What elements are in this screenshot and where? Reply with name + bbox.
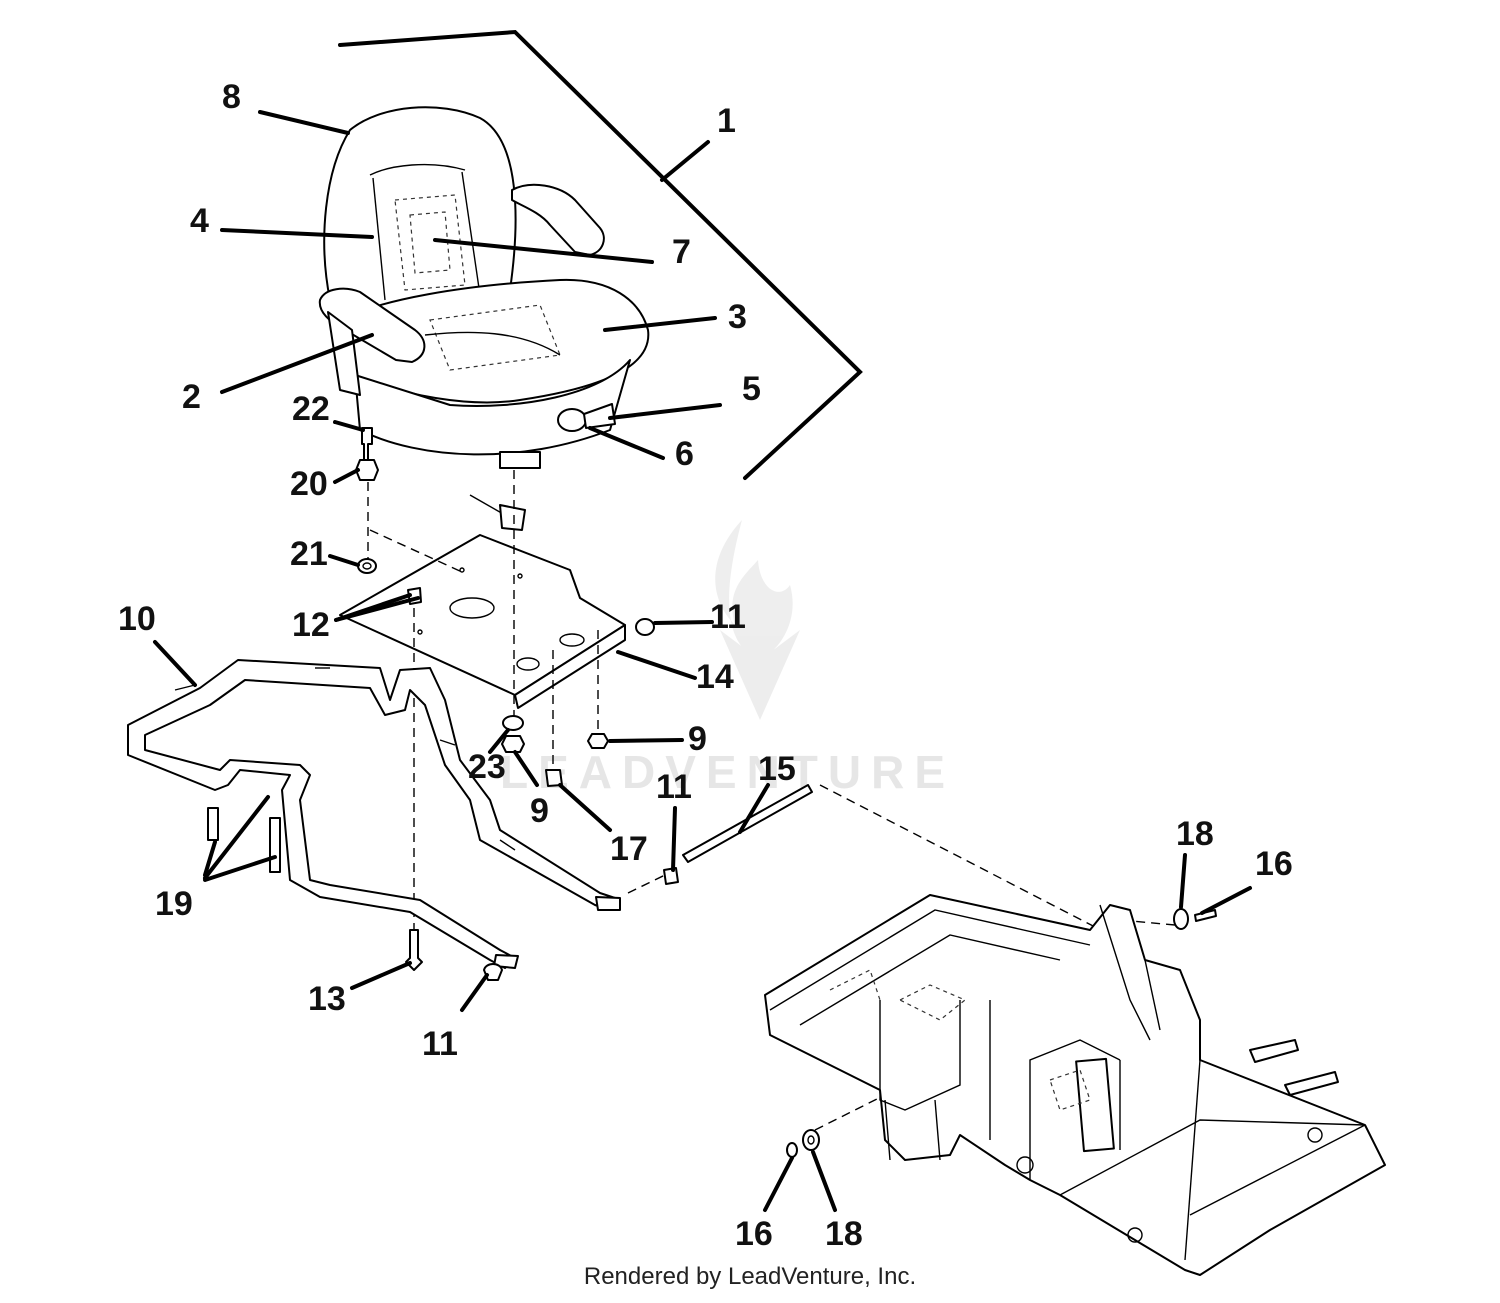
leader-19a [203, 840, 217, 877]
watermark-text: LEADVENTURE [500, 746, 955, 798]
seat-base [354, 359, 631, 456]
washer-23 [502, 715, 524, 731]
nut-9-left [501, 735, 525, 753]
callout-22: 22 [292, 390, 330, 428]
callout-16b: 16 [735, 1215, 773, 1253]
leader-16b [763, 1156, 794, 1212]
callout-3: 3 [728, 298, 747, 336]
leader-18a [1179, 853, 1187, 909]
seat-adjust-knob [557, 408, 587, 432]
leader-23 [488, 728, 510, 754]
rod-assembly [663, 784, 813, 885]
callout-7: 7 [672, 233, 691, 271]
seat-cushion [339, 278, 650, 404]
chassis-hardware [786, 908, 1217, 1158]
leader-10 [153, 640, 197, 687]
leader-3 [603, 316, 717, 332]
leader-lines [153, 110, 1252, 1212]
assembly-lines [367, 470, 1176, 1131]
callout-5: 5 [742, 370, 761, 408]
callout-11b: 11 [656, 768, 692, 806]
leader-4 [220, 228, 374, 239]
plug-11-rod [663, 867, 679, 885]
washer-18-top [1173, 908, 1189, 930]
washer-18-bottom [802, 1129, 820, 1151]
callout-18b: 18 [825, 1215, 863, 1253]
nut-9-right [587, 733, 609, 749]
seat-hardware [355, 427, 526, 574]
callout-10: 10 [118, 600, 156, 638]
pan-hardware [501, 715, 609, 787]
callout-13: 13 [308, 980, 346, 1018]
callout-labels: 1 2 3 4 5 6 7 8 9 9 10 11 11 11 12 13 14… [118, 78, 1293, 1253]
leader-8 [258, 110, 350, 135]
chassis-frame [764, 894, 1386, 1276]
watermark: LEADVENTURE [500, 520, 955, 798]
callout-23: 23 [468, 748, 506, 786]
leader-12b [334, 596, 420, 622]
leader-19b [203, 795, 270, 880]
leader-11c [460, 973, 489, 1012]
right-armrest [511, 183, 605, 256]
bolt-22 [361, 427, 373, 463]
callout-11c: 11 [422, 1025, 458, 1063]
leader-6 [588, 426, 665, 460]
callout-19: 19 [155, 885, 193, 923]
strip-19-b [269, 817, 281, 873]
callout-20: 20 [290, 465, 328, 503]
bolt-13 [405, 929, 423, 971]
callout-9b: 9 [688, 720, 707, 758]
leader-17 [558, 783, 612, 832]
leader-5 [608, 403, 722, 420]
seat-assembly [318, 106, 650, 469]
leader-15 [738, 783, 770, 834]
seat-switch-wire [469, 494, 506, 516]
watermark-flame-logo [715, 520, 800, 720]
callout-14: 14 [696, 658, 734, 696]
callout-8: 8 [222, 78, 241, 116]
strip-19-a [207, 807, 219, 841]
callout-15: 15 [758, 750, 796, 788]
callout-1: 1 [717, 102, 736, 140]
callout-16a: 16 [1255, 845, 1293, 883]
callout-11a: 11 [710, 598, 746, 636]
leader-9b [608, 738, 684, 743]
callout-12: 12 [292, 606, 330, 644]
leader-1 [660, 140, 710, 182]
pin-16-bottom [786, 1142, 798, 1158]
callout-18a: 18 [1176, 815, 1214, 853]
callout-21: 21 [290, 535, 328, 573]
leader-11a [653, 620, 714, 625]
leader-18b [811, 1150, 837, 1212]
callout-17: 17 [610, 830, 648, 868]
leader-2 [220, 333, 374, 394]
leader-16a [1200, 886, 1252, 915]
leader-9a [513, 750, 539, 787]
callout-2: 2 [182, 378, 201, 416]
assembly-bracket [338, 29, 863, 480]
plug-11-top [635, 618, 655, 636]
seat-pan [339, 534, 655, 709]
leader-14 [616, 650, 697, 680]
washer-21 [357, 558, 377, 574]
leader-22 [333, 420, 365, 432]
leader-13 [350, 961, 412, 990]
callout-4: 4 [190, 202, 209, 240]
render-credit: Rendered by LeadVenture, Inc. [583, 1263, 917, 1290]
leader-7 [433, 238, 654, 264]
rod-15 [682, 784, 813, 863]
leader-11b [671, 806, 677, 872]
seat-backrest [323, 106, 517, 331]
seat-frame-tube [127, 659, 621, 981]
leader-21 [328, 554, 360, 567]
leader-20 [333, 468, 360, 484]
callout-9a: 9 [530, 792, 549, 830]
callout-6: 6 [675, 435, 694, 473]
leader-19c [203, 855, 277, 882]
